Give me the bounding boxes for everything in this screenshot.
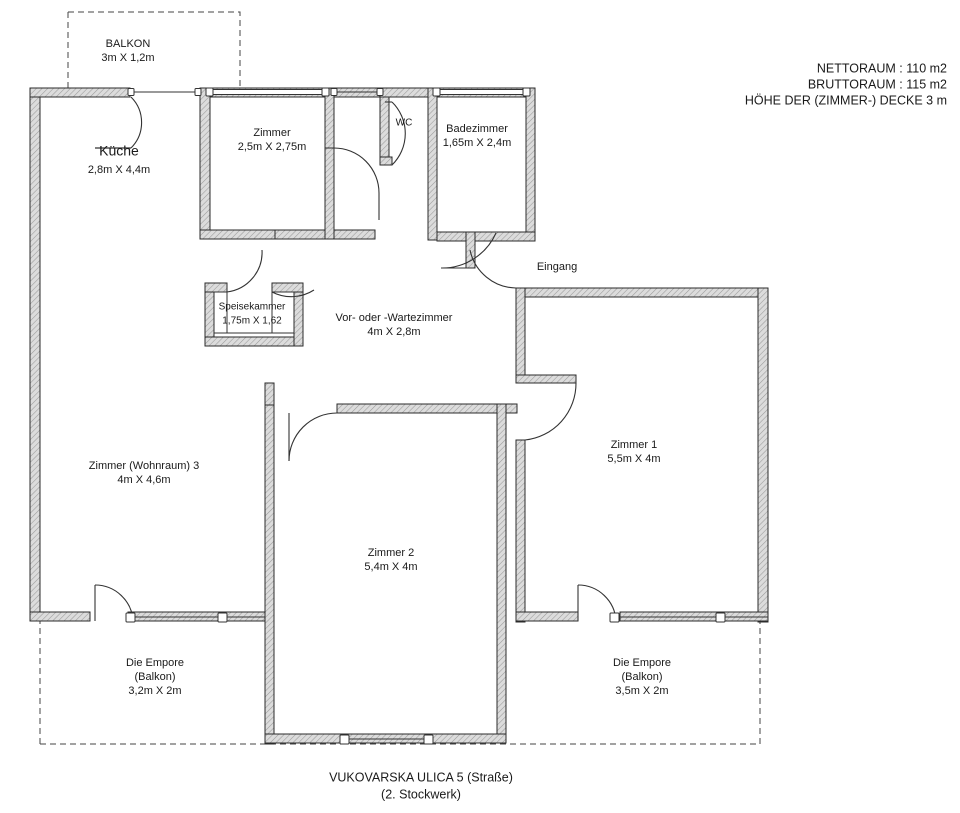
wall-warte-stub — [264, 382, 275, 406]
summary-nettoraum: NETTORAUM : 110 m2 — [817, 61, 947, 75]
label-zimmer3-name: Zimmer (Wohnraum) 3 — [89, 460, 199, 472]
window-top-4 — [432, 87, 531, 97]
wall-outer-right — [757, 287, 769, 623]
title-block: VUKOVARSKA ULICA 5 (Straße) (2. Stockwer… — [329, 770, 513, 801]
label-wc: WC — [396, 118, 413, 129]
plan-title-floor: (2. Stockwerk) — [381, 787, 461, 801]
window-zimmer2-bottom — [339, 734, 434, 745]
wall-pantry-top-a — [204, 282, 228, 293]
wall-top-kitchen — [29, 87, 131, 98]
label-kueche-size: 2,8m X 4,4m — [88, 164, 150, 176]
wall-zimmer2-left — [264, 382, 275, 745]
plan-title-street: VUKOVARSKA ULICA 5 (Straße) — [329, 770, 513, 784]
label-balkon-size: 3m X 1,2m — [101, 52, 154, 64]
wall-wc-left — [379, 96, 390, 166]
wall-zimmer-bottom-left — [199, 229, 276, 240]
label-empore-left-sub: (Balkon) — [135, 671, 176, 683]
label-zimmer1-size: 5,5m X 4m — [607, 453, 660, 465]
label-speisekammer-name: Speisekammer — [219, 302, 286, 313]
label-speisekammer-size: 1,75m X 1,62 — [222, 316, 282, 327]
label-zimmer2-size: 5,4m X 4m — [364, 561, 417, 573]
window-empore-right — [609, 612, 768, 623]
label-zimmer3-size: 4m X 4,6m — [117, 474, 170, 486]
wall-zimmer-right-b — [324, 147, 335, 240]
window-top-2 — [205, 87, 330, 97]
dashed-outlines — [39, 11, 761, 745]
label-zimmer-top-name: Zimmer — [253, 127, 291, 139]
room-labels: BALKON 3m X 1,2m Küche 2,8m X 4,4m Zimme… — [88, 38, 671, 697]
summary-bruttoraum: BRUTTORAUM : 115 m2 — [808, 77, 947, 91]
label-empore-left-size: 3,2m X 2m — [128, 685, 181, 697]
label-kueche-name: Küche — [99, 143, 139, 159]
wall-pantry-top-b — [271, 282, 304, 293]
wall-zimmer-right-a — [324, 87, 335, 149]
wall-bad-left — [427, 87, 438, 241]
label-empore-right-sub: (Balkon) — [622, 671, 663, 683]
label-eingang: Eingang — [537, 261, 577, 273]
label-empore-left-name: Die Empore — [126, 657, 184, 669]
label-empore-right-size: 3,5m X 2m — [615, 685, 668, 697]
wall-empore-right-top-a — [515, 611, 579, 622]
window-empore-left — [125, 612, 265, 623]
wall-wc-bottom — [379, 156, 393, 166]
summary-block: NETTORAUM : 110 m2 BRUTTORAUM : 115 m2 H… — [745, 61, 947, 107]
label-wartezimmer-name: Vor- oder -Wartezimmer — [336, 312, 453, 324]
wall-outer-left — [29, 87, 41, 621]
wall-zimmer1-jog — [515, 374, 577, 384]
windows — [125, 87, 768, 745]
label-badezimmer-name: Badezimmer — [446, 123, 508, 135]
wall-kitchen-right — [199, 87, 211, 239]
label-zimmer-top-size: 2,5m X 2,75m — [238, 141, 306, 153]
wall-zimmer1-top — [515, 287, 769, 298]
wall-zimmer1-left-a — [515, 287, 526, 384]
wall-pantry-bottom — [204, 336, 304, 347]
window-top-1 — [127, 88, 202, 96]
label-zimmer2-name: Zimmer 2 — [368, 547, 414, 559]
summary-hoehe: HÖHE DER (ZIMMER-) DECKE 3 m — [745, 93, 947, 107]
window-top-3 — [330, 88, 384, 96]
label-zimmer1-name: Zimmer 1 — [611, 439, 657, 451]
label-empore-right-name: Die Empore — [613, 657, 671, 669]
label-wartezimmer-size: 4m X 2,8m — [367, 326, 420, 338]
wall-zimmer1-left-b — [515, 439, 526, 623]
wall-bad-bottom — [436, 231, 536, 242]
wall-zimmer2-top — [336, 403, 518, 414]
wall-bad-right — [525, 87, 536, 241]
wall-zimmer2-right — [496, 403, 507, 735]
label-balkon-name: BALKON — [106, 38, 151, 50]
label-badezimmer-size: 1,65m X 2,4m — [443, 137, 511, 149]
wall-zimmer3-bottom-a — [29, 611, 91, 622]
